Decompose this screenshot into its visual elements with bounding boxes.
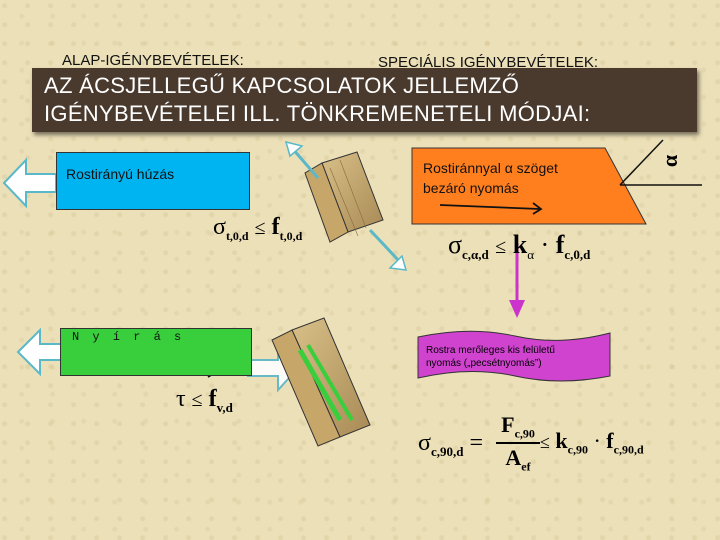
tension-diagonal-arrows xyxy=(290,147,402,264)
tension-left-arrow xyxy=(2,157,57,209)
angle-corner-icon xyxy=(619,139,702,186)
angle-corner-symbol: α xyxy=(657,154,683,168)
connector-arrow xyxy=(509,243,525,318)
tension-wood-block xyxy=(304,151,384,243)
title-line-1: AZ ÁCSJELLEGŰ KAPCSOLATOK JELLEMZŐ xyxy=(44,73,520,98)
shear-box xyxy=(60,328,252,376)
angle-label-line-1: Rostiránnyal α szöget xyxy=(423,160,558,176)
perp-formula-lhs: σc,90,d = xyxy=(418,430,483,459)
angle-label-line-2: bezáró nyomás xyxy=(423,180,519,196)
perp-label-line-1: Rostra merőleges kis felületű xyxy=(426,345,555,356)
perp-formula-rhs: ≤ kc,90 · fc,90,d xyxy=(540,428,644,457)
perp-compression-box xyxy=(417,330,611,382)
shear-left-arrow xyxy=(16,327,63,377)
shear-label: N y í r á s xyxy=(72,330,185,344)
title-banner-text: AZ ÁCSJELLEGŰ KAPCSOLATOK JELLEMZŐ IGÉNY… xyxy=(44,72,590,128)
perp-compression-label: Rostra merőleges kis felületű nyomás („p… xyxy=(426,344,555,370)
perp-label-line-2: nyomás („pecsétnyomás”) xyxy=(426,358,542,369)
angle-force-arrows xyxy=(439,202,543,215)
angle-compression-label: Rostiránnyal α szöget bezáró nyomás xyxy=(423,158,558,198)
tension-label: Rostirányú húzás xyxy=(66,166,175,182)
perp-formula-fraction: Fc,90 Aef xyxy=(496,412,540,475)
shear-formula: τ ≤ fv,d xyxy=(176,386,233,415)
angle-compression-box xyxy=(411,147,647,225)
basic-loads-heading: ALAP-IGÉNYBEVÉTELEK: xyxy=(62,52,244,69)
tension-box xyxy=(56,152,250,210)
angle-formula: σc,α,d ≤ kα · fc,0,d xyxy=(448,230,591,263)
special-loads-heading: SPECIÁLIS IGÉNYBEVÉTELEK: xyxy=(378,54,599,71)
shear-wood-block xyxy=(271,317,371,447)
title-line-2: IGÉNYBEVÉTELEI ILL. TÖNKREMENETELI MÓDJA… xyxy=(44,101,591,126)
tension-formula: σt,0,d ≤ ft,0,d xyxy=(213,214,303,243)
title-banner xyxy=(32,68,697,132)
